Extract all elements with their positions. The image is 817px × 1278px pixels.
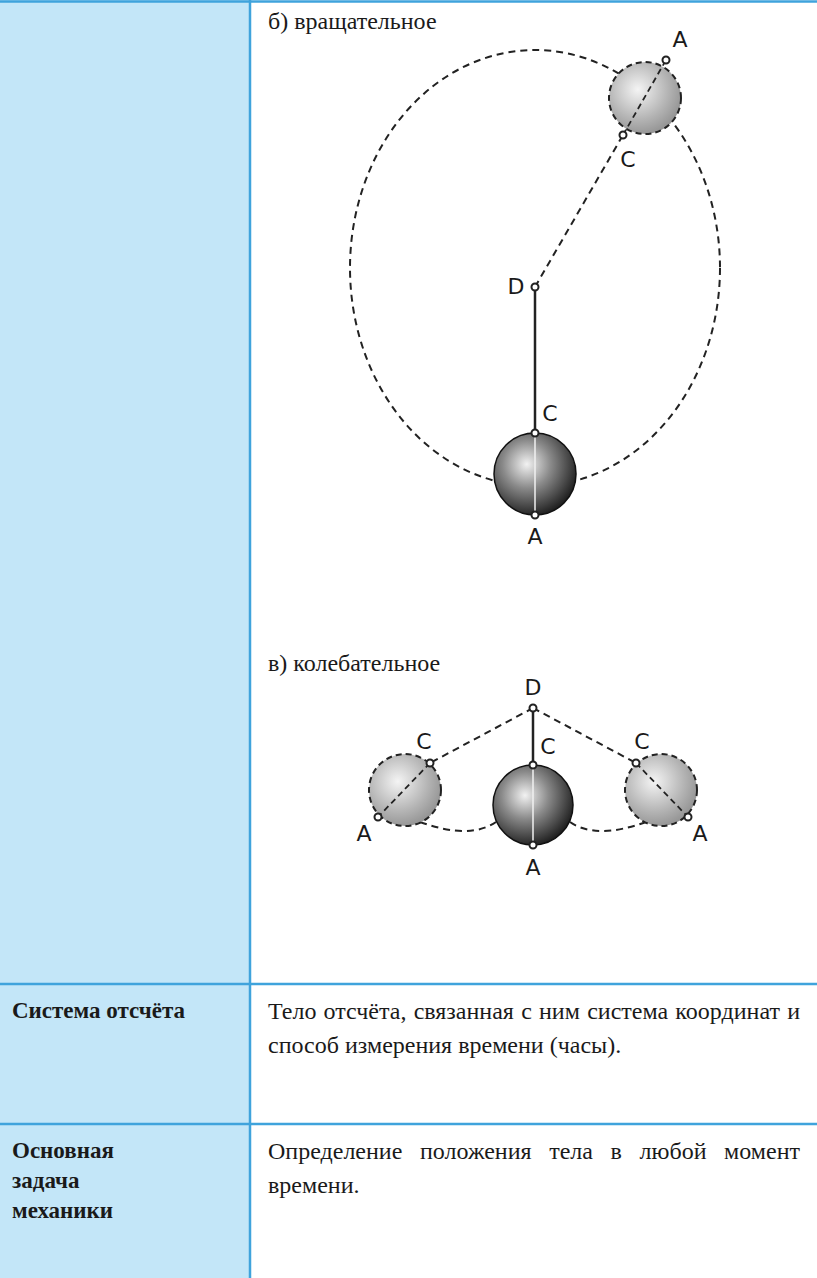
point-letter: A (525, 857, 540, 879)
point-letter: D (508, 276, 525, 298)
table-column (0, 0, 250, 1278)
point-letter: C (542, 403, 557, 425)
point-letter: A (692, 823, 707, 845)
point-letter: C (416, 731, 431, 753)
term-cell: Основная задача механики (12, 1136, 182, 1226)
figure-heading: б) вращательное (268, 6, 437, 37)
term-cell: Система отсчёта (12, 996, 232, 1026)
definition-cell: Тело отсчёта, связанная с ним система ко… (268, 994, 800, 1062)
rotation-figure (350, 50, 720, 519)
point-letter: A (356, 823, 371, 845)
point-letter: C (634, 731, 649, 753)
point-letter: D (525, 677, 542, 699)
point-letter: A (527, 526, 542, 548)
figure-heading: в) колебательное (268, 648, 440, 679)
oscillation-figure (369, 705, 697, 849)
definition-cell: Определение положения тела в любой момен… (268, 1134, 800, 1202)
point-letter: C (620, 149, 635, 171)
point-letter: C (540, 736, 555, 758)
point-letter: A (672, 29, 687, 51)
